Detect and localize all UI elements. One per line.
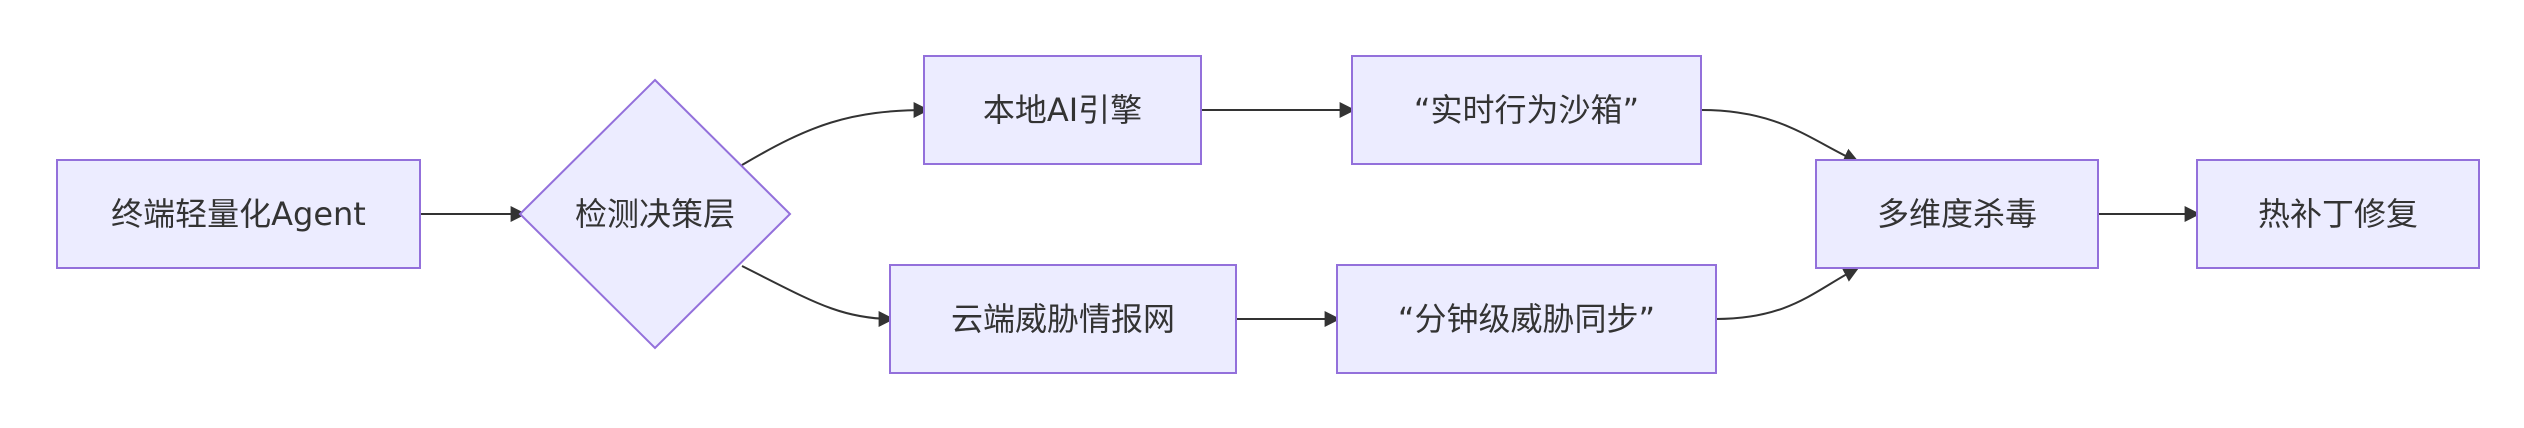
edge-sandbox-to-multi-av <box>1700 109 1860 164</box>
edge-sync-to-multi-av <box>1715 267 1860 320</box>
node-local-ai-label: 本地AI引擎 <box>983 91 1142 129</box>
node-agent: 终端轻量化Agent <box>56 159 421 269</box>
node-decision-label: 检测决策层 <box>575 195 735 233</box>
node-hotfix-label: 热补丁修复 <box>2258 195 2418 233</box>
node-agent-label: 终端轻量化Agent <box>111 195 366 233</box>
node-sync: “分钟级威胁同步” <box>1336 264 1717 374</box>
node-cloud-intel-label: 云端威胁情报网 <box>951 300 1175 338</box>
node-multi-av-label: 多维度杀毒 <box>1877 195 2037 233</box>
node-cloud-intel: 云端威胁情报网 <box>889 264 1237 374</box>
edges <box>420 102 2201 327</box>
node-multi-av: 多维度杀毒 <box>1815 159 2099 269</box>
node-sandbox-label: “实时行为沙箱” <box>1414 91 1639 129</box>
node-sync-label: “分钟级威胁同步” <box>1398 300 1655 338</box>
edge-decision-to-cloud-intel <box>741 265 895 327</box>
node-decision: 检测决策层 <box>518 78 792 350</box>
node-hotfix: 热补丁修复 <box>2196 159 2480 269</box>
node-local-ai: 本地AI引擎 <box>923 55 1202 165</box>
node-sandbox: “实时行为沙箱” <box>1351 55 1702 165</box>
edge-decision-to-local-ai <box>741 102 930 166</box>
